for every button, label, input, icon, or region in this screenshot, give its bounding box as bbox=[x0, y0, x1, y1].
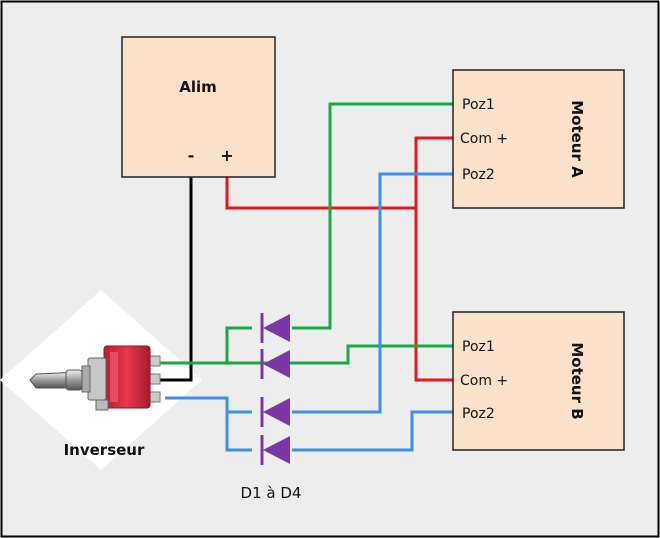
diode-icon bbox=[260, 349, 290, 379]
moteur-a-poz1-label: Poz1 bbox=[462, 97, 495, 113]
moteur-b-poz1-label: Poz1 bbox=[462, 339, 495, 355]
moteur-a-title: Moteur A bbox=[568, 100, 586, 178]
wire-red-com-a bbox=[414, 136, 453, 208]
switch-label: Inverseur bbox=[64, 441, 145, 459]
moteur-b-com-label: Com + bbox=[460, 373, 508, 389]
alim-plus-label: + bbox=[220, 146, 233, 165]
moteur-b-title: Moteur B bbox=[568, 342, 586, 419]
wire-green-switch bbox=[158, 344, 453, 365]
wire-blue-d3-cathode bbox=[292, 172, 453, 414]
wire-green-d1-cathode bbox=[292, 102, 453, 330]
wire-blue-switch bbox=[165, 396, 252, 452]
diodes-label: D1 à D4 bbox=[241, 484, 302, 502]
wire-red-plus bbox=[225, 176, 416, 210]
moteur-a-com-label: Com + bbox=[460, 131, 508, 147]
toggle-switch-icon bbox=[29, 345, 161, 411]
wire-blue-d4-cathode bbox=[292, 410, 453, 452]
alim-minus-label: - bbox=[188, 146, 195, 165]
moteur-b-box bbox=[452, 311, 625, 451]
diode-icon bbox=[260, 397, 290, 427]
moteur-a-box bbox=[452, 69, 625, 209]
wire-red-com-b bbox=[414, 208, 453, 382]
alim-title: Alim bbox=[179, 78, 217, 96]
wire-black bbox=[158, 176, 193, 382]
diode-icon bbox=[260, 313, 290, 343]
moteur-b-poz2-label: Poz2 bbox=[462, 406, 495, 422]
wire-green-d1-anode bbox=[225, 326, 252, 363]
moteur-a-poz2-label: Poz2 bbox=[462, 167, 495, 183]
alim-box bbox=[121, 36, 276, 178]
diode-icon bbox=[260, 435, 290, 465]
